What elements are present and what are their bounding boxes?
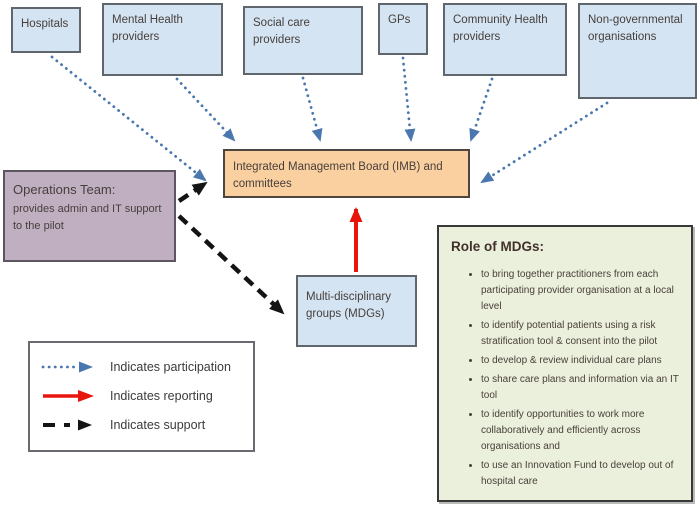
- role-of-mdgs-title: Role of MDGs:: [451, 239, 544, 254]
- box-social-care-providers: Social care providers: [243, 6, 363, 75]
- box-hospitals-label: Hospitals: [21, 18, 69, 30]
- role-of-mdgs-bullet-list: to bring together practitioners from eac…: [451, 267, 679, 490]
- box-integrated-management-board: Integrated Management Board (IMB) and co…: [223, 149, 470, 198]
- operations-team-subtitle: provides admin and IT support to the pil…: [13, 202, 162, 232]
- box-community-health-providers: Community Health providers: [443, 3, 567, 76]
- operations-team-title: Operations Team:: [13, 182, 116, 197]
- box-gps: GPs: [378, 3, 428, 55]
- arrow-support-operations-to-mdgs: [177, 214, 285, 315]
- role-bullet: to share care plans and information via …: [481, 372, 679, 404]
- legend-label-participation: Indicates participation: [110, 359, 231, 374]
- legend-label-reporting: Indicates reporting: [110, 388, 213, 403]
- legend-label-support: Indicates support: [110, 417, 206, 432]
- legend-row-support: Indicates support: [40, 415, 243, 435]
- legend-row-reporting: Indicates reporting: [40, 386, 243, 406]
- solid-red-arrow-icon: [43, 390, 94, 402]
- box-mdgs-label: Multi-disciplinary groups (MDGs): [306, 291, 391, 320]
- box-non-governmental-organisations: Non-governmental organisations: [578, 3, 697, 99]
- role-bullet: to bring together practitioners from eac…: [481, 267, 679, 315]
- box-ngo-label: Non-governmental organisations: [588, 14, 683, 43]
- dotted-blue-arrow-icon: [41, 361, 93, 373]
- box-gps-label: GPs: [388, 14, 411, 26]
- panel-role-of-mdgs: Role of MDGs: to bring together practiti…: [437, 225, 693, 502]
- legend-row-participation: Indicates participation: [40, 357, 243, 377]
- dashed-black-arrow-icon: [43, 419, 92, 431]
- role-bullet: to use an Innovation Fund to develop out…: [481, 458, 679, 490]
- box-mental-health-label: Mental Health providers: [112, 14, 183, 43]
- box-community-health-label: Community Health providers: [453, 14, 548, 43]
- box-social-care-label: Social care providers: [253, 17, 310, 46]
- legend-box: Indicates participation Indicates report…: [28, 341, 255, 452]
- arrow-participation-community-health: [469, 77, 494, 142]
- arrow-participation-mental-health: [175, 77, 236, 142]
- role-bullet: to identify potential patients using a r…: [481, 318, 679, 350]
- arrow-participation-gps: [401, 56, 416, 142]
- arrow-participation-social-care: [301, 76, 323, 142]
- role-bullet: to identify opportunities to work more c…: [481, 407, 679, 455]
- box-mental-health-providers: Mental Health providers: [102, 3, 223, 76]
- arrow-support-operations-to-imb: [177, 181, 208, 203]
- box-imb-label: Integrated Management Board (IMB) and co…: [233, 161, 443, 190]
- box-operations-team: Operations Team: provides admin and IT s…: [3, 170, 176, 262]
- box-multi-disciplinary-groups: Multi-disciplinary groups (MDGs): [296, 275, 417, 347]
- box-hospitals: Hospitals: [11, 7, 81, 53]
- role-bullet: to develop & review individual care plan…: [481, 353, 679, 369]
- arrow-participation-ngo: [480, 101, 609, 184]
